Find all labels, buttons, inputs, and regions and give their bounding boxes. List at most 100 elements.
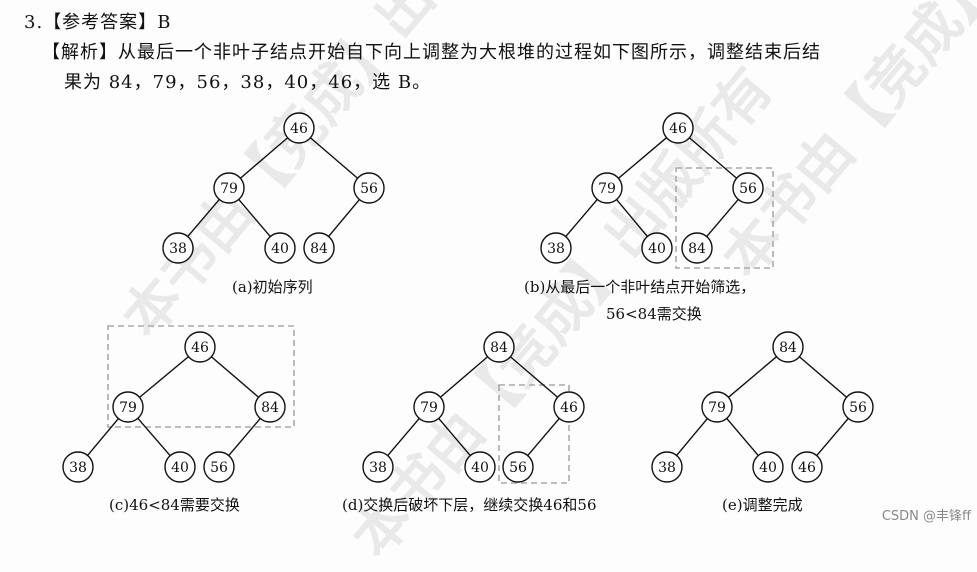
tree-edge-d-1: [509, 356, 559, 398]
tree-edge-b-4: [706, 198, 739, 238]
explanation-tag: 【解析】: [42, 42, 118, 63]
tree-node-d-2: [553, 391, 585, 423]
tree-edge-e-3: [726, 417, 759, 457]
tree-node-label-a-0: 46: [290, 121, 308, 137]
explanation-line-1: 【解析】从最后一个非叶子结点开始自下向上调整为大根堆的过程如下图所示，调整结束后…: [42, 38, 821, 64]
tree-node-b-5: [681, 232, 713, 264]
caption-b-2: 56<84需交换: [606, 305, 702, 323]
tree-node-label-a-3: 38: [169, 241, 187, 257]
caption-c: (c)46<84需要交换: [109, 496, 240, 514]
tree-node-c-2: [254, 391, 286, 423]
tree-node-c-4: [164, 451, 196, 483]
tree-edge-a-3: [238, 198, 271, 238]
tree-node-label-a-2: 56: [360, 181, 378, 197]
tree-node-label-b-1: 79: [598, 181, 616, 197]
tree-edge-d-0: [439, 356, 489, 398]
tree-node-a-2: [353, 172, 385, 204]
tree-node-label-e-0: 84: [779, 340, 797, 356]
tree-node-d-3: [362, 451, 394, 483]
tree-node-a-1: [213, 172, 245, 204]
answer-value: B: [157, 12, 172, 33]
tree-node-b-1: [591, 172, 623, 204]
tree-node-label-e-2: 56: [849, 400, 867, 416]
tree-edge-a-1: [309, 137, 359, 179]
tree-node-label-c-1: 79: [119, 400, 137, 416]
tree-node-label-a-4: 40: [271, 241, 289, 257]
tree-edge-a-4: [328, 199, 360, 237]
explanation-text-1: 从最后一个非叶子结点开始自下向上调整为大根堆的过程如下图所示，调整结束后结: [118, 42, 821, 63]
credit-text: CSDN @丰锋ff: [881, 509, 971, 524]
tree-edge-e-0: [728, 356, 777, 398]
question-number: 3.: [24, 12, 44, 33]
tree-node-label-c-0: 46: [191, 340, 209, 356]
tree-node-label-b-0: 46: [669, 121, 687, 137]
dashed-highlight-box-c: [107, 325, 295, 428]
tree-node-label-c-4: 40: [171, 460, 189, 476]
caption-e: (e)调整完成: [722, 496, 803, 514]
tree-node-a-0: [283, 112, 315, 144]
tree-node-d-4: [464, 451, 496, 483]
tree-node-label-e-4: 40: [759, 460, 777, 476]
tree-node-c-5: [203, 451, 235, 483]
caption-b: (b)从最后一个非叶结点开始筛选，: [524, 278, 756, 296]
tree-edge-a-0: [239, 137, 289, 179]
tree-node-label-d-5: 56: [509, 460, 527, 476]
tree-edge-b-1: [688, 137, 738, 179]
tree-edge-c-0: [139, 356, 189, 398]
tree-node-e-4: [752, 451, 784, 483]
tree-node-d-1: [413, 391, 445, 423]
heap-diagrams: 46 79 56 38 40 84 46 79 56 38 40 84 46 79 84 38 40 56 84 79…: [62, 112, 874, 484]
tree-node-d-5: [502, 451, 534, 483]
tree-edge-c-4: [228, 417, 261, 457]
explanation-line-2: 果为 84，79，56，38，40，46，选 B。: [64, 72, 432, 93]
caption-d: (d)交换后破坏下层，继续交换46和56: [342, 496, 597, 514]
tree-edge-b-0: [618, 137, 667, 179]
tree-node-e-3: [651, 451, 683, 483]
tree-node-e-0: [772, 331, 804, 363]
tree-edge-c-3: [137, 417, 171, 457]
question-title: 3.【参考答案】B: [24, 8, 171, 34]
tree-edge-d-2: [387, 417, 420, 457]
caption-a: (a)初始序列: [232, 278, 313, 296]
tree-node-d-0: [483, 331, 515, 363]
dashed-highlight-box-d: [498, 384, 570, 484]
tree-node-b-3: [540, 232, 572, 264]
tree-node-c-1: [112, 391, 144, 423]
tree-node-label-c-3: 38: [69, 460, 87, 476]
tree-edge-e-1: [798, 356, 848, 398]
tree-node-label-e-5: 46: [798, 460, 816, 476]
tree-node-c-3: [62, 451, 94, 483]
tree-edge-c-1: [210, 356, 260, 398]
tree-node-label-d-4: 40: [471, 460, 489, 476]
tree-node-label-a-5: 84: [310, 241, 328, 257]
tree-node-label-e-3: 38: [658, 460, 676, 476]
tree-node-label-b-2: 56: [739, 181, 757, 197]
tree-node-label-c-5: 56: [210, 460, 228, 476]
tree-node-label-d-0: 84: [490, 340, 508, 356]
tree-edge-c-2: [87, 418, 119, 456]
tree-node-e-2: [842, 391, 874, 423]
tree-edge-e-2: [676, 418, 708, 456]
answer-tag: 【参考答案】: [43, 12, 158, 33]
tree-node-label-a-1: 79: [220, 181, 238, 197]
tree-node-label-d-1: 79: [420, 400, 438, 416]
tree-node-c-0: [184, 331, 216, 363]
tree-node-a-3: [162, 232, 194, 264]
tree-node-e-5: [791, 451, 823, 483]
tree-edge-e-4: [816, 417, 849, 457]
tree-node-label-d-2: 46: [560, 400, 578, 416]
tree-node-label-b-3: 38: [547, 241, 565, 257]
tree-node-label-e-1: 79: [708, 400, 726, 416]
tree-node-label-b-4: 40: [648, 241, 666, 257]
tree-node-b-4: [641, 232, 673, 264]
tree-edge-a-2: [187, 198, 220, 238]
tree-node-b-0: [662, 112, 694, 144]
tree-edge-b-2: [565, 198, 598, 238]
tree-node-label-d-3: 38: [369, 460, 387, 476]
tree-edge-d-3: [438, 417, 471, 457]
tree-node-b-2: [732, 172, 764, 204]
dashed-highlight-box-b: [675, 167, 774, 269]
tree-edge-b-3: [616, 199, 648, 237]
tree-node-label-b-5: 84: [688, 241, 706, 257]
tree-node-a-5: [303, 232, 335, 264]
